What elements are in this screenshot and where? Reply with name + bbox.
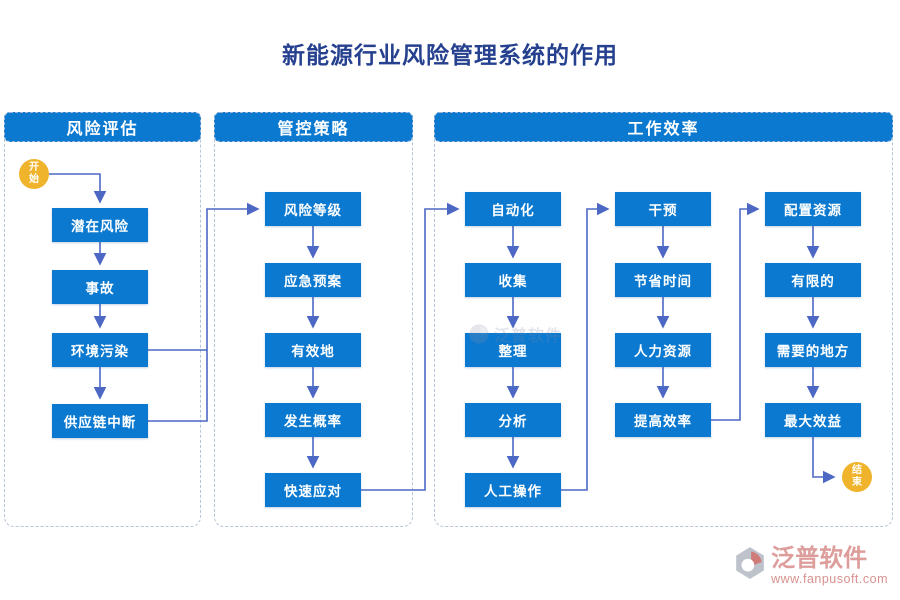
end-terminal: 结束 xyxy=(842,462,872,492)
panel-header-control-strategy: 管控策略 xyxy=(214,112,413,142)
flow-node-emergency-plan: 应急预案 xyxy=(265,263,361,297)
flow-node-supply-chain-disruption: 供应链中断 xyxy=(52,404,148,438)
flow-node-collect: 收集 xyxy=(465,263,561,297)
flow-node-limited: 有限的 xyxy=(765,263,861,297)
flow-node-accident: 事故 xyxy=(52,270,148,304)
flow-node-environmental-pollution: 环境污染 xyxy=(52,333,148,367)
fanpu-logo: 泛普软件 www.fanpusoft.com xyxy=(733,546,888,586)
flow-node-risk-level: 风险等级 xyxy=(265,192,361,226)
flow-node-analyze: 分析 xyxy=(465,403,561,437)
flow-node-improve-efficiency: 提高效率 xyxy=(615,403,711,437)
fanpu-url-text: www.fanpusoft.com xyxy=(771,572,888,586)
panel-work-efficiency: 工作效率 xyxy=(434,112,893,527)
flow-node-allocate-resources: 配置资源 xyxy=(765,192,861,226)
flow-node-quick-response: 快速应对 xyxy=(265,473,361,507)
page-title: 新能源行业风险管理系统的作用 xyxy=(282,42,618,69)
flow-node-intervention: 干预 xyxy=(615,192,711,226)
flow-node-manual-operation: 人工操作 xyxy=(465,473,561,507)
flow-node-effectively: 有效地 xyxy=(265,333,361,367)
flow-node-potential-risk: 潜在风险 xyxy=(52,208,148,242)
panel-control-strategy: 管控策略 xyxy=(214,112,413,527)
panel-header-risk-assessment: 风险评估 xyxy=(4,112,201,142)
flow-node-human-resources: 人力资源 xyxy=(615,333,711,367)
flow-node-where-needed: 需要的地方 xyxy=(765,333,861,367)
panel-header-work-efficiency: 工作效率 xyxy=(434,112,893,142)
flow-node-occurrence-probability: 发生概率 xyxy=(265,403,361,437)
flow-node-maximum-benefit: 最大效益 xyxy=(765,403,861,437)
fanpu-logo-icon xyxy=(736,547,764,579)
start-terminal: 开始 xyxy=(19,159,49,189)
fanpu-brand-text: 泛普软件 xyxy=(771,543,868,572)
flow-node-automation: 自动化 xyxy=(465,192,561,226)
flow-node-save-time: 节省时间 xyxy=(615,263,711,297)
flow-node-organize: 整理 xyxy=(465,333,561,367)
